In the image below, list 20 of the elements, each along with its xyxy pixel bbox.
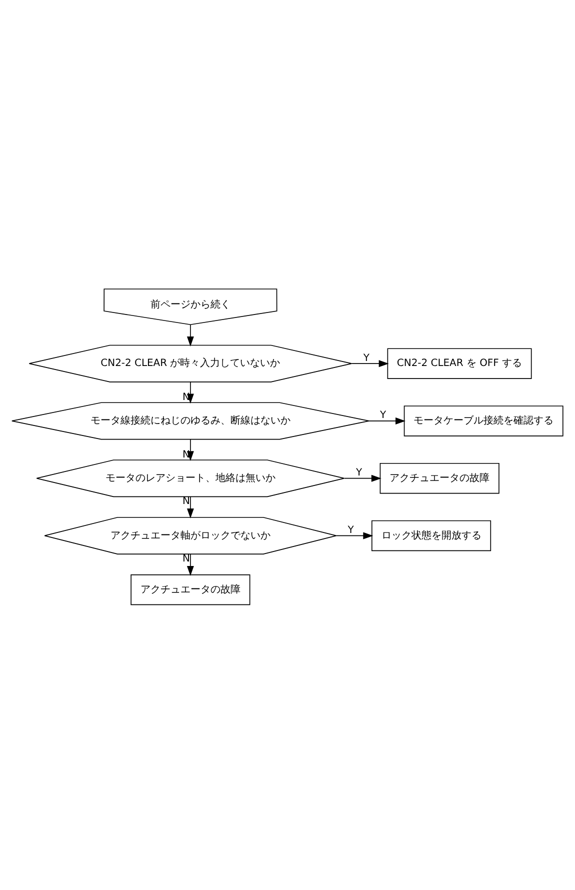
edge-label: Y <box>356 468 362 479</box>
node-box: モータケーブル接続を確認する <box>404 406 564 436</box>
node-box: アクチュエータの故障 <box>380 462 500 494</box>
arrow <box>344 474 382 482</box>
edge-label: N <box>182 554 190 565</box>
edge-label: Y <box>363 352 370 364</box>
arrow <box>186 382 194 404</box>
node-box: ロック状態を開放する <box>371 520 492 552</box>
arrow <box>186 324 194 346</box>
node-box: アクチュエータの故障 <box>130 574 250 606</box>
edge-label: Y <box>348 524 354 536</box>
arrow <box>186 554 194 576</box>
arrow <box>336 532 374 540</box>
arrow <box>186 496 194 518</box>
arrow <box>368 417 406 424</box>
node-box: CN2-2 CLEAR を OFF する <box>387 348 532 379</box>
arrow <box>186 439 194 462</box>
arrow <box>351 360 389 368</box>
edge-label: Y <box>380 410 386 422</box>
edge-label: N <box>182 496 190 507</box>
